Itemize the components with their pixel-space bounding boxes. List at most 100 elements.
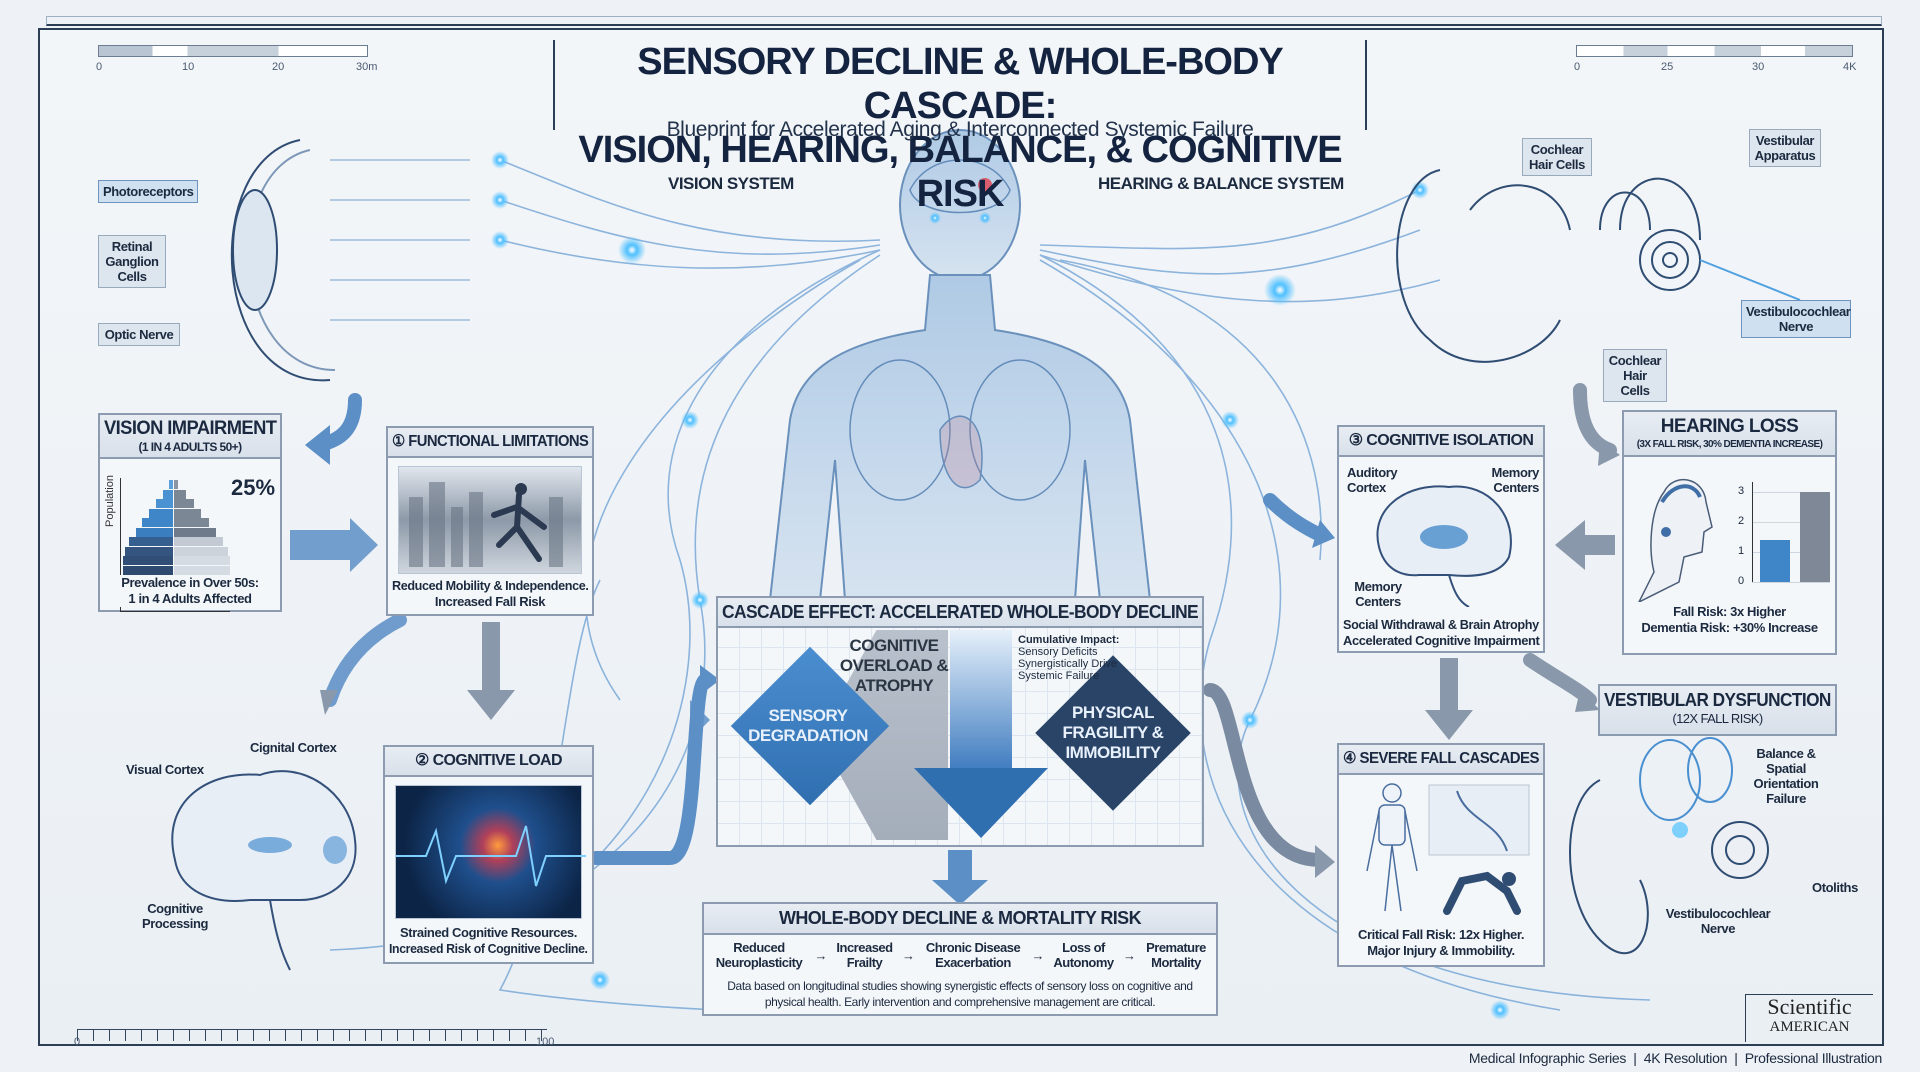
vestibulocochlear-nerve-label: Vestibulocochlear Nerve <box>1741 300 1851 338</box>
pyramid-bar-right <box>174 480 179 489</box>
cochlear-hair-cells-label: Cochlear Hair Cells <box>1522 138 1592 176</box>
auditory-cortex-label: Auditory Cortex <box>1347 465 1398 495</box>
vision-system-label: VISION SYSTEM <box>668 174 794 193</box>
vestibulocochlear-nerve-label: Vestibulocochlear Nerve <box>1665 906 1771 936</box>
ruler-tick: 20 <box>272 61 285 73</box>
hearing-loss-panel: HEARING LOSS (3X FALL RISK, 30% DEMENTIA… <box>1622 410 1837 655</box>
brain-visual-cortex-icon <box>171 770 357 971</box>
memory-centers-label: Memory Centers <box>1491 465 1540 495</box>
cognitive-load-title: ② COGNITIVE LOAD <box>415 752 563 769</box>
population-pyramid <box>120 478 230 612</box>
y-axis <box>1752 482 1753 582</box>
risk-bar <box>1760 540 1790 582</box>
population-axis-label: Population <box>104 475 116 527</box>
page-subtitle: Blueprint for Accelerated Aging & Interc… <box>666 118 1254 141</box>
caption: Accelerated Cognitive Impairment <box>1343 633 1540 648</box>
inner-ear-anatomy-icon <box>1396 169 1801 363</box>
sensory-degradation-label: SENSORY DEGRADATION <box>748 706 868 745</box>
ruler-bottom <box>77 1029 547 1041</box>
ruler-tick: 0 <box>74 1036 81 1048</box>
arrow-right-icon: → <box>814 947 828 963</box>
pyramid-bar-right <box>174 556 230 565</box>
pyramid-bar-right <box>174 489 187 499</box>
whole-body-decline-panel: WHOLE-BODY DECLINE & MORTALITY RISK Redu… <box>702 902 1218 1016</box>
ruler-tick: 30 <box>1752 61 1765 73</box>
impact-title: Cumulative Impact: <box>1018 634 1120 646</box>
pathway-step: Chronic Disease Exacerbation <box>925 940 1021 970</box>
balance-failure-label: Balance & Spatial Orientation Failure <box>1753 746 1819 806</box>
page-title: SENSORY DECLINE & WHOLE-BODY CASCADE:VIS… <box>560 40 1360 216</box>
pyramid-bar-left <box>135 527 173 537</box>
caption: Strained Cognitive Resources. <box>400 925 577 940</box>
cognitive-overload-label: COGNITIVE OVERLOAD & ATROPHY <box>839 636 949 695</box>
gridline <box>1752 492 1830 493</box>
fall-cascades-title: ④ SEVERE FALL CASCADES <box>1343 750 1539 767</box>
cascade-title: CASCADE EFFECT: ACCELERATED WHOLE-BODY D… <box>722 602 1199 622</box>
caption: Increased Fall Risk <box>434 594 546 609</box>
vision-impairment-title: VISION IMPAIRMENT <box>104 418 277 439</box>
arrow-right-icon: → <box>1123 947 1136 963</box>
title-line-2: VISION, HEARING, BALANCE, & COGNITIVE RI… <box>578 129 1342 215</box>
vestibular-title: VESTIBULAR DYSFUNCTION <box>1604 690 1831 710</box>
vestibular-subtitle: (12X FALL RISK) <box>1672 711 1763 726</box>
ruler-tick: 25 <box>1661 61 1674 73</box>
cascade-effect-panel: CASCADE EFFECT: ACCELERATED WHOLE-BODY D… <box>716 596 1204 847</box>
vision-impairment-subtitle: (1 IN 4 ADULTS 50+) <box>138 440 243 454</box>
pyramid-bar-left <box>123 565 173 575</box>
arrow-right-icon: → <box>1031 947 1045 963</box>
prevalence-stat: 25% <box>231 475 276 500</box>
cascade-arrow-shaft <box>950 630 1012 770</box>
footer-credits: Medical Infographic Series | 4K Resoluti… <box>1468 1050 1882 1066</box>
cochlear-hair-cells-label-2: Cochlear Hair Cells <box>1603 349 1667 402</box>
cignital-cortex-label: Cignital Cortex <box>250 740 337 755</box>
pyramid-bar-left <box>162 489 173 499</box>
title-line-1: SENSORY DECLINE & WHOLE-BODY CASCADE: <box>637 41 1284 127</box>
brand-line-1: Scientific <box>1767 994 1852 1019</box>
brand-line-2: AMERICAN <box>1769 1019 1850 1035</box>
caption: Fall Risk: 3x Higher <box>1673 604 1786 619</box>
functional-limitations-title: ① FUNCTIONAL LIMITATIONS <box>392 433 589 450</box>
glow-nodes <box>491 151 1510 1020</box>
pyramid-bar-right <box>174 537 224 546</box>
eye-anatomy-icon <box>230 139 470 382</box>
decline-pathway: Reduced Neuroplasticity→ Increased Frail… <box>708 940 1212 970</box>
pyramid-bar-left <box>168 480 173 489</box>
cognitive-load-panel: ② COGNITIVE LOAD Strained Cognitive Reso… <box>383 745 594 964</box>
visual-cortex-label: Visual Cortex <box>126 762 204 777</box>
pathway-step: Reduced Neuroplasticity <box>715 940 803 970</box>
hearing-loss-subtitle: (3X FALL RISK, 30% DEMENTIA INCREASE) <box>1636 439 1823 450</box>
physical-fragility-label: PHYSICAL FRAGILITY & IMMOBILITY <box>1062 703 1164 762</box>
ruler-tick: 30m <box>356 61 378 73</box>
ruler-tick: 0 <box>1574 61 1581 73</box>
ruler-top-right <box>1576 45 1853 57</box>
hearing-system-label: HEARING & BALANCE SYSTEM <box>1098 174 1344 193</box>
photoreceptors-label: Photoreceptors <box>98 180 198 203</box>
caption: 1 in 4 Adults Affected <box>128 591 252 606</box>
impact-body: Sensory Deficits Synergistically Drive S… <box>1018 646 1118 682</box>
y-tick-label: 3 <box>1738 485 1745 497</box>
caption: Reduced Mobility & Independence. <box>392 578 589 593</box>
caption: Social Withdrawal & Brain Atrophy <box>1343 617 1539 632</box>
brain-auditory-icon <box>1376 485 1512 607</box>
hearing-loss-title: HEARING LOSS <box>1660 416 1799 437</box>
gridline <box>1752 522 1830 523</box>
skeleton-fall-icon <box>1366 783 1530 915</box>
pyramid-bar-right <box>174 546 228 556</box>
pyramid-bar-left <box>125 546 173 556</box>
ruler-tick: 4K <box>1843 61 1857 73</box>
ganglion-label: Retinal Ganglion Cells <box>98 235 166 288</box>
vestibular-apparatus-label: Vestibular Apparatus <box>1749 129 1821 167</box>
whole-body-title: WHOLE-BODY DECLINE & MORTALITY RISK <box>778 908 1142 928</box>
y-tick-label: 0 <box>1738 575 1745 587</box>
functional-limitations-panel: ① FUNCTIONAL LIMITATIONS Reduced Mobilit… <box>386 426 594 616</box>
severe-fall-cascades-panel: ④ SEVERE FALL CASCADES Critical Fall Ris… <box>1337 743 1545 967</box>
ruler-tick: 100 <box>536 1036 555 1048</box>
pathway-step: Loss of Autonomy <box>1053 940 1114 970</box>
gridline <box>1752 582 1830 583</box>
ruler-top-left <box>98 45 368 57</box>
title-bracket <box>553 40 1367 130</box>
falling-person-image <box>398 466 582 574</box>
person-hearing-aid-icon <box>1638 478 1713 602</box>
